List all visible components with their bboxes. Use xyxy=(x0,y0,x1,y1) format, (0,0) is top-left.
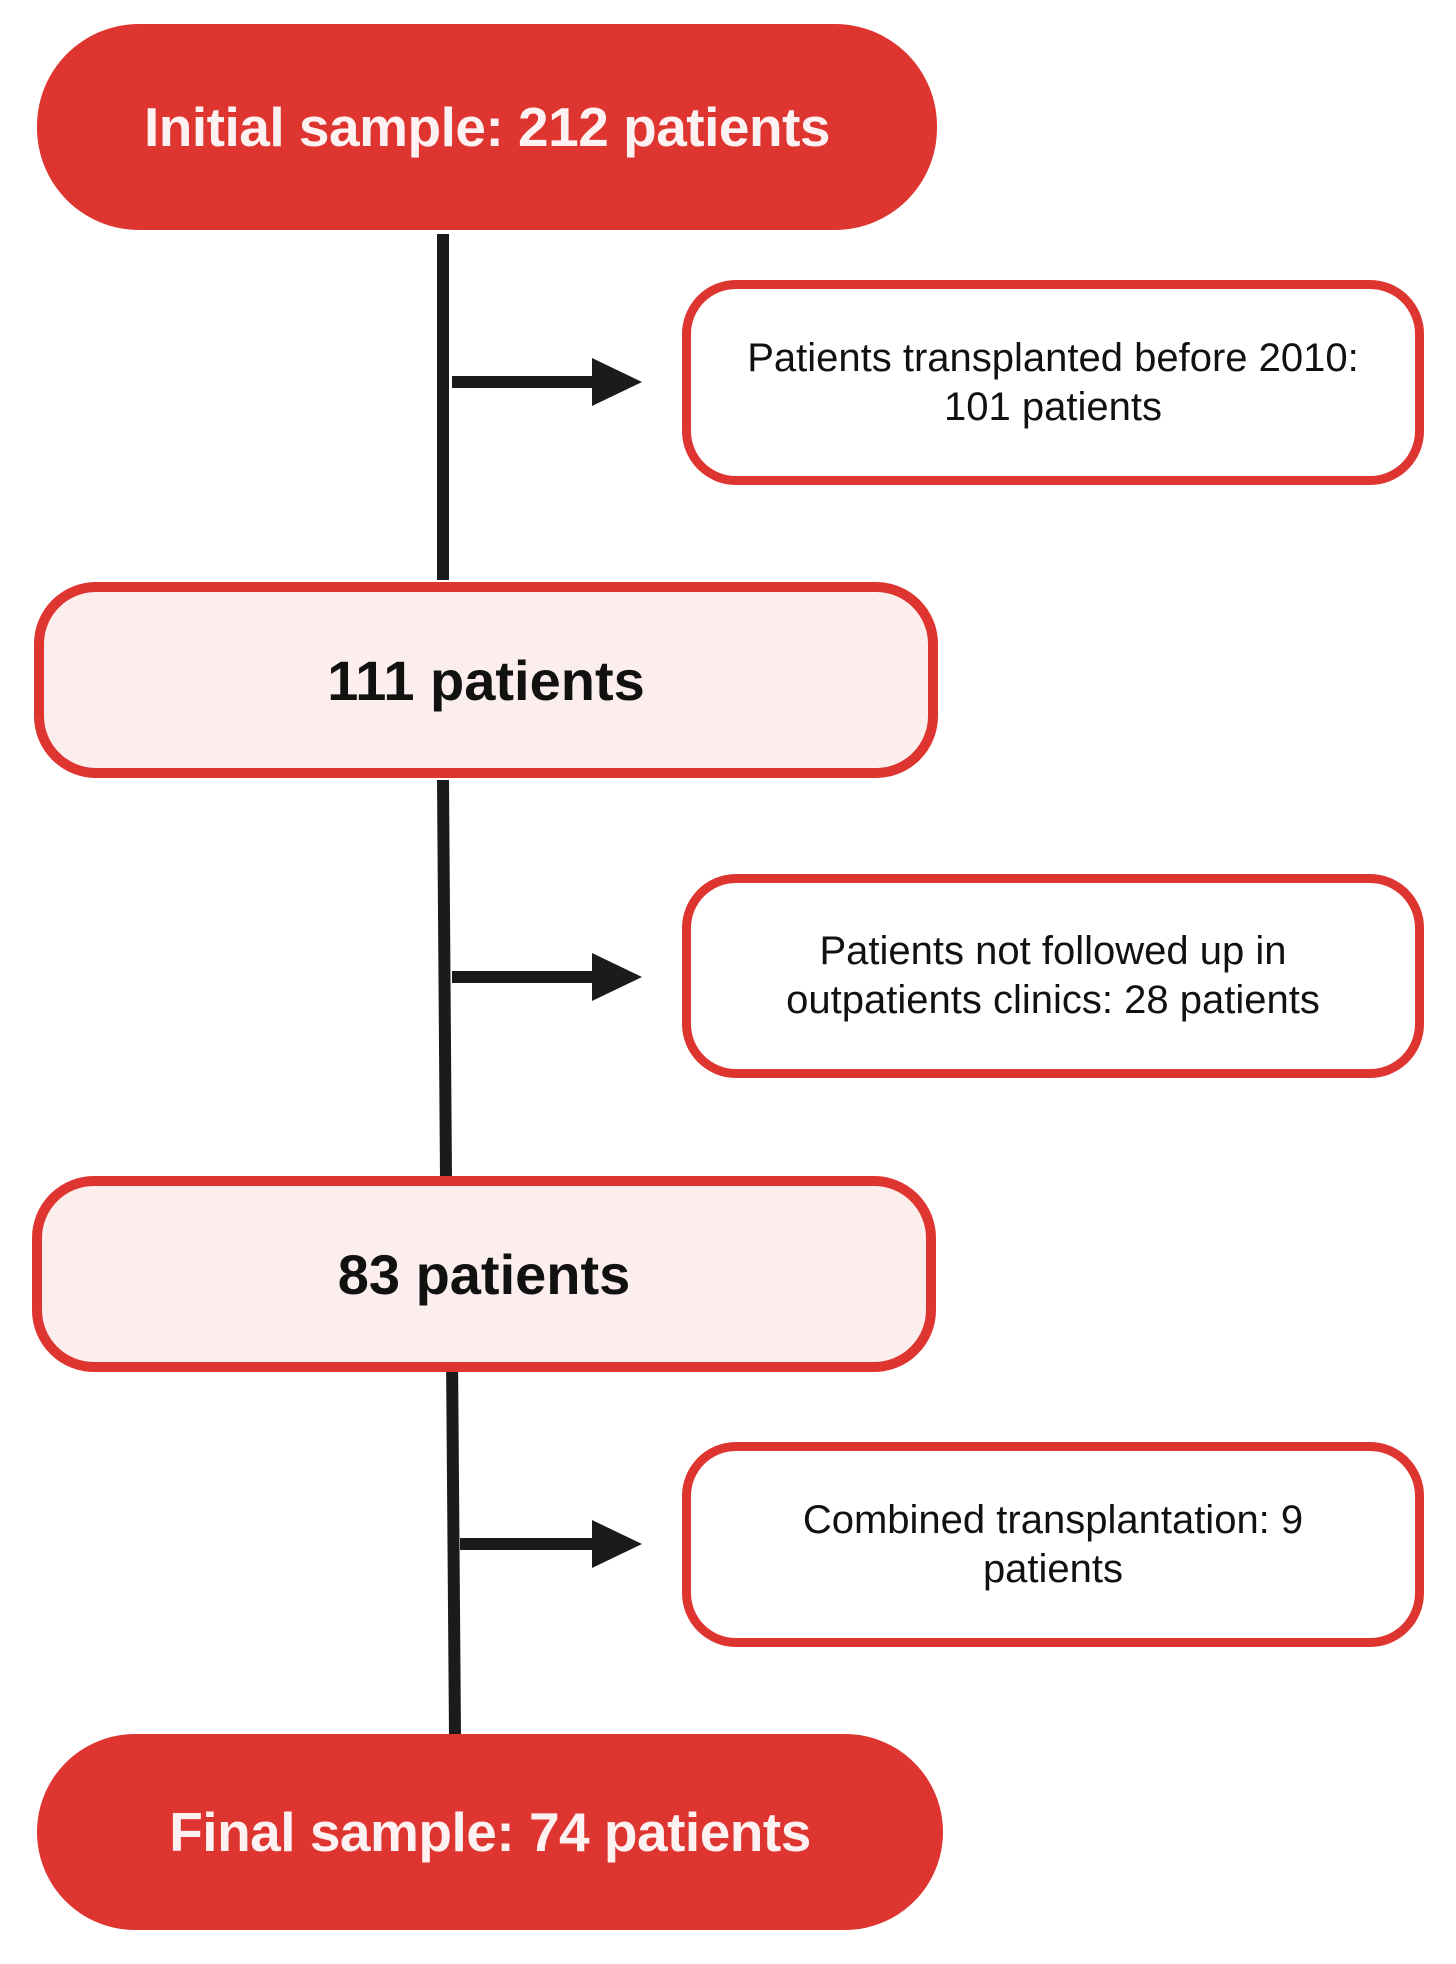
initial-sample-box: Initial sample: 212 patients xyxy=(37,24,937,230)
arrow-head-1 xyxy=(592,358,642,406)
trunk-line-2 xyxy=(437,779,452,1179)
exclusion-box-combined-transplantation: Combined transplantation: 9 patients xyxy=(682,1442,1424,1647)
trunk-line-3 xyxy=(446,1354,461,1737)
arrow-head-3 xyxy=(592,1520,642,1568)
final-sample-box: Final sample: 74 patients xyxy=(37,1734,943,1930)
remaining-83-box: 83 patients xyxy=(32,1176,936,1372)
exclusion-box-not-followed-up: Patients not followed up in outpatients … xyxy=(682,874,1424,1078)
exclusion-box-transplanted-before-2010: Patients transplanted before 2010: 101 p… xyxy=(682,280,1424,485)
arrow-head-2 xyxy=(592,953,642,1001)
remaining-111-box: 111 patients xyxy=(34,582,938,778)
